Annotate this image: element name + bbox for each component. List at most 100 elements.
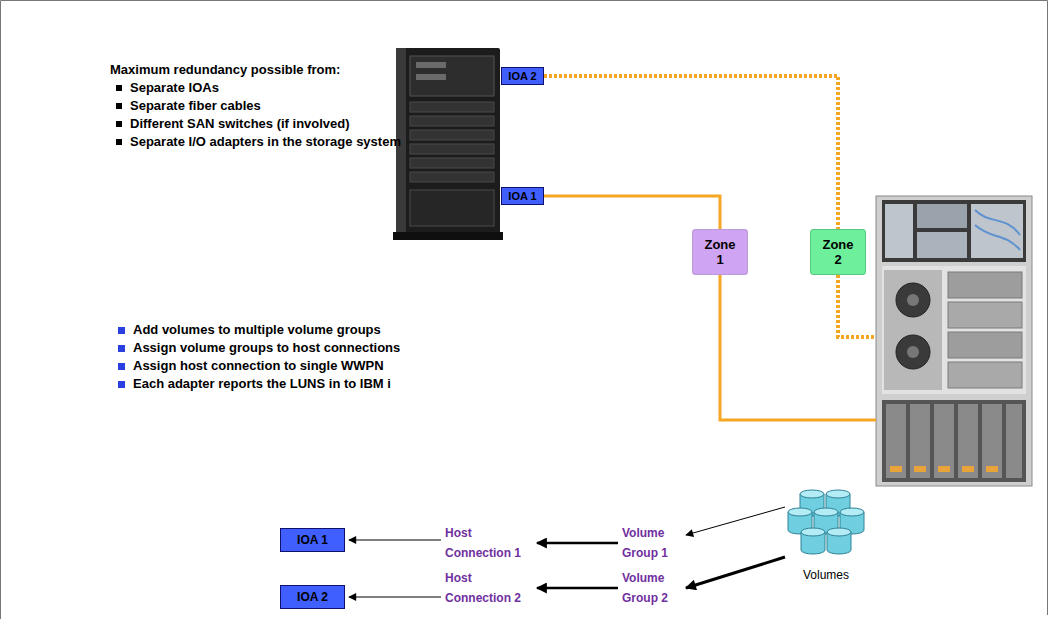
storage-system-part [958, 404, 978, 478]
assignment-arrow [349, 597, 441, 598]
bullet-squares-part [116, 85, 122, 91]
storage-system-part [890, 466, 902, 472]
node-label: Zone 1 [704, 237, 735, 267]
storage-system-part [962, 466, 974, 472]
server-tower-part [410, 56, 494, 96]
io-adapter-box: IOA 2 [501, 67, 544, 85]
storage-system-part [934, 404, 954, 478]
zone-box: Zone 1 [692, 229, 748, 275]
storage-system-part [896, 335, 930, 369]
node-label: IOA 2 [297, 590, 328, 604]
volumes-node: Volumes [785, 485, 867, 583]
storage-system-part [896, 283, 930, 317]
fiber-cable-part [838, 275, 876, 337]
storage-system-part [1006, 404, 1022, 478]
bullet-squares-part [118, 381, 125, 388]
storage-system-part [914, 466, 926, 472]
storage-system-part [975, 210, 1020, 235]
io-adapter-box: IOA 1 [501, 187, 544, 205]
storage-system-part [885, 204, 913, 258]
server-tower-part [410, 158, 494, 168]
storage-system [876, 196, 1032, 486]
bullet-text: Separate fiber cables [130, 98, 261, 114]
node-label: Volume Group 1 [622, 523, 682, 563]
server-tower-part [410, 116, 494, 126]
storage-system-part [975, 225, 1020, 250]
assignment-arrow [686, 557, 785, 588]
node-label: IOA 1 [297, 533, 328, 547]
storage-system-part [986, 466, 998, 472]
volumes-icon [788, 490, 864, 554]
fiber-cable [720, 275, 876, 420]
bullet-text: Add volumes to multiple volume groups [133, 322, 381, 338]
assignment-arrow [686, 507, 785, 535]
node-label: Volumes [803, 567, 849, 583]
storage-system-part [938, 466, 950, 472]
bullet-squares-part [116, 139, 122, 145]
bullet-squares-part [116, 103, 122, 109]
server-tower-part [393, 232, 503, 240]
host-connection: Host Connection 2 [445, 568, 533, 608]
storage-system-part [876, 196, 1032, 486]
bullet-squares-part [116, 121, 122, 127]
volume-group: Volume Group 2 [622, 568, 682, 608]
storage-system-part [948, 302, 1022, 328]
volume-group: Volume Group 1 [622, 523, 682, 563]
node-label: Zone 2 [822, 237, 853, 267]
fiber-cable [544, 76, 838, 229]
server-tower-part [410, 172, 494, 182]
fiber-cable [544, 196, 720, 229]
volumes-icon-part [801, 528, 825, 554]
storage-system-part [907, 294, 919, 306]
storage-system-part [917, 232, 967, 258]
heading-text: Maximum redundancy possible from: [110, 62, 340, 78]
server-tower-part [416, 74, 446, 80]
storage-system-part [948, 272, 1022, 298]
fiber-cable-part [720, 275, 876, 420]
assignment-arrow [537, 542, 618, 545]
node-label: Host Connection 2 [445, 568, 533, 608]
storage-system-part [971, 204, 1023, 258]
bullet-text: Each adapter reports the LUNS in to IBM … [133, 376, 391, 392]
bullet-squares-part [118, 345, 125, 352]
server-tower [393, 48, 503, 240]
storage-system-part [884, 270, 942, 390]
zone-box: Zone 2 [810, 229, 866, 275]
storage-system-part [917, 204, 967, 228]
storage-system-part [910, 404, 930, 478]
bullet-text: Assign volume groups to host connections [133, 340, 400, 356]
assignment-arrow [349, 540, 441, 541]
bullet-squares [116, 85, 125, 388]
node-label: Volume Group 2 [622, 568, 682, 608]
storage-system-part [948, 362, 1022, 388]
bullet-text: Different SAN switches (if involved) [130, 116, 350, 132]
bullet-text: Separate IOAs [130, 80, 219, 96]
storage-system-part [886, 404, 906, 478]
storage-system-part [882, 400, 1026, 482]
server-tower-part [410, 144, 494, 154]
bullet-text: Separate I/O adapters in the storage sys… [130, 134, 401, 150]
assignment-arrow [537, 587, 618, 590]
node-label: Host Connection 1 [445, 523, 533, 563]
volumes-icon-part [827, 528, 851, 554]
server-tower-part [416, 62, 446, 68]
server-tower-part [410, 130, 494, 140]
bullet-squares-part [118, 327, 125, 334]
bullet-text: Assign host connection to single WWPN [133, 358, 384, 374]
node-label: IOA 1 [508, 190, 536, 202]
bullet-squares-part [118, 363, 125, 370]
storage-system-part [882, 266, 1026, 394]
io-adapter-box: IOA 2 [280, 585, 345, 609]
server-tower-part [410, 102, 494, 112]
server-tower-part [396, 48, 500, 238]
storage-system-part [982, 404, 1002, 478]
server-tower-part [410, 190, 494, 226]
storage-system-part [948, 332, 1022, 358]
storage-system-part [882, 200, 1026, 262]
storage-system-part [907, 346, 919, 358]
host-connection: Host Connection 1 [445, 523, 533, 563]
node-label: IOA 2 [508, 70, 536, 82]
